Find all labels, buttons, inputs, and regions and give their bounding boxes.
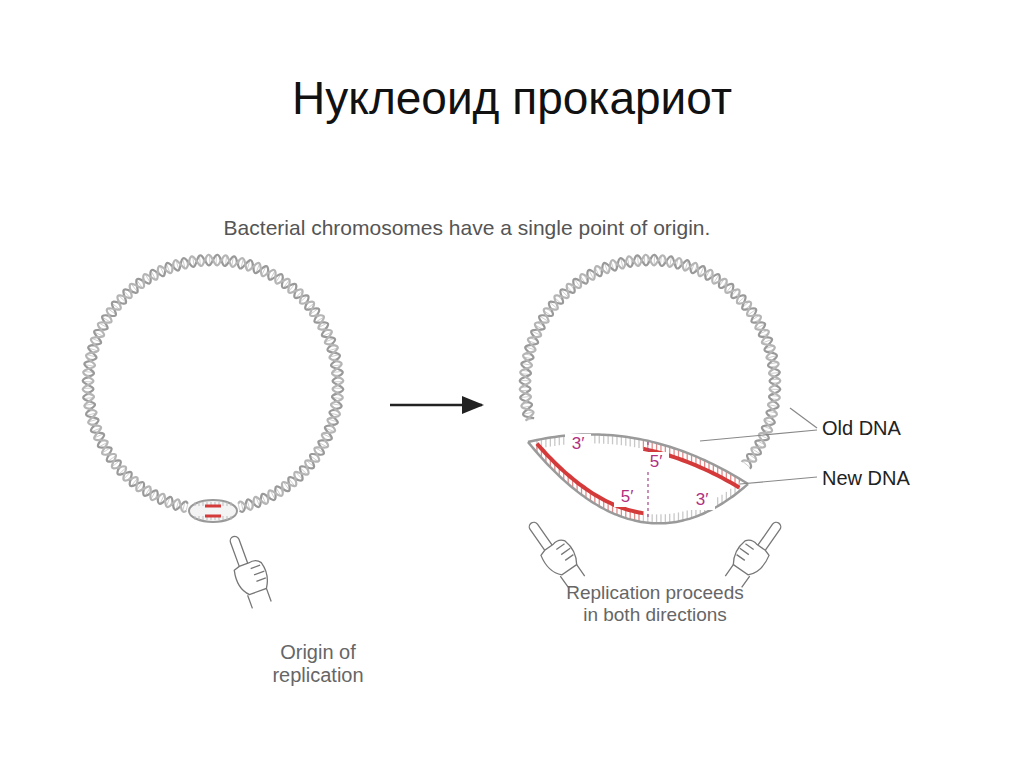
replication-bubble: [528, 434, 748, 523]
strand-end: 3′: [689, 490, 715, 510]
leader-lines: [700, 408, 817, 484]
callout-label: Origin of replication: [248, 641, 388, 687]
dna-ring: [82, 254, 343, 512]
slide-title: Нуклеоид прокариот: [162, 72, 862, 125]
callout-label: Replication proceeds in both directions: [560, 582, 750, 626]
callout-label: New DNA: [822, 467, 932, 490]
strand-end: 3′: [565, 434, 591, 454]
origin-bubble: [189, 500, 237, 522]
subtitle: Bacterial chromosomes have a single poin…: [87, 216, 847, 240]
strand-end: 5′: [643, 452, 669, 472]
process-arrow: [390, 404, 482, 407]
callout-label: Old DNA: [822, 417, 932, 440]
strand-end: 5′: [614, 487, 640, 507]
